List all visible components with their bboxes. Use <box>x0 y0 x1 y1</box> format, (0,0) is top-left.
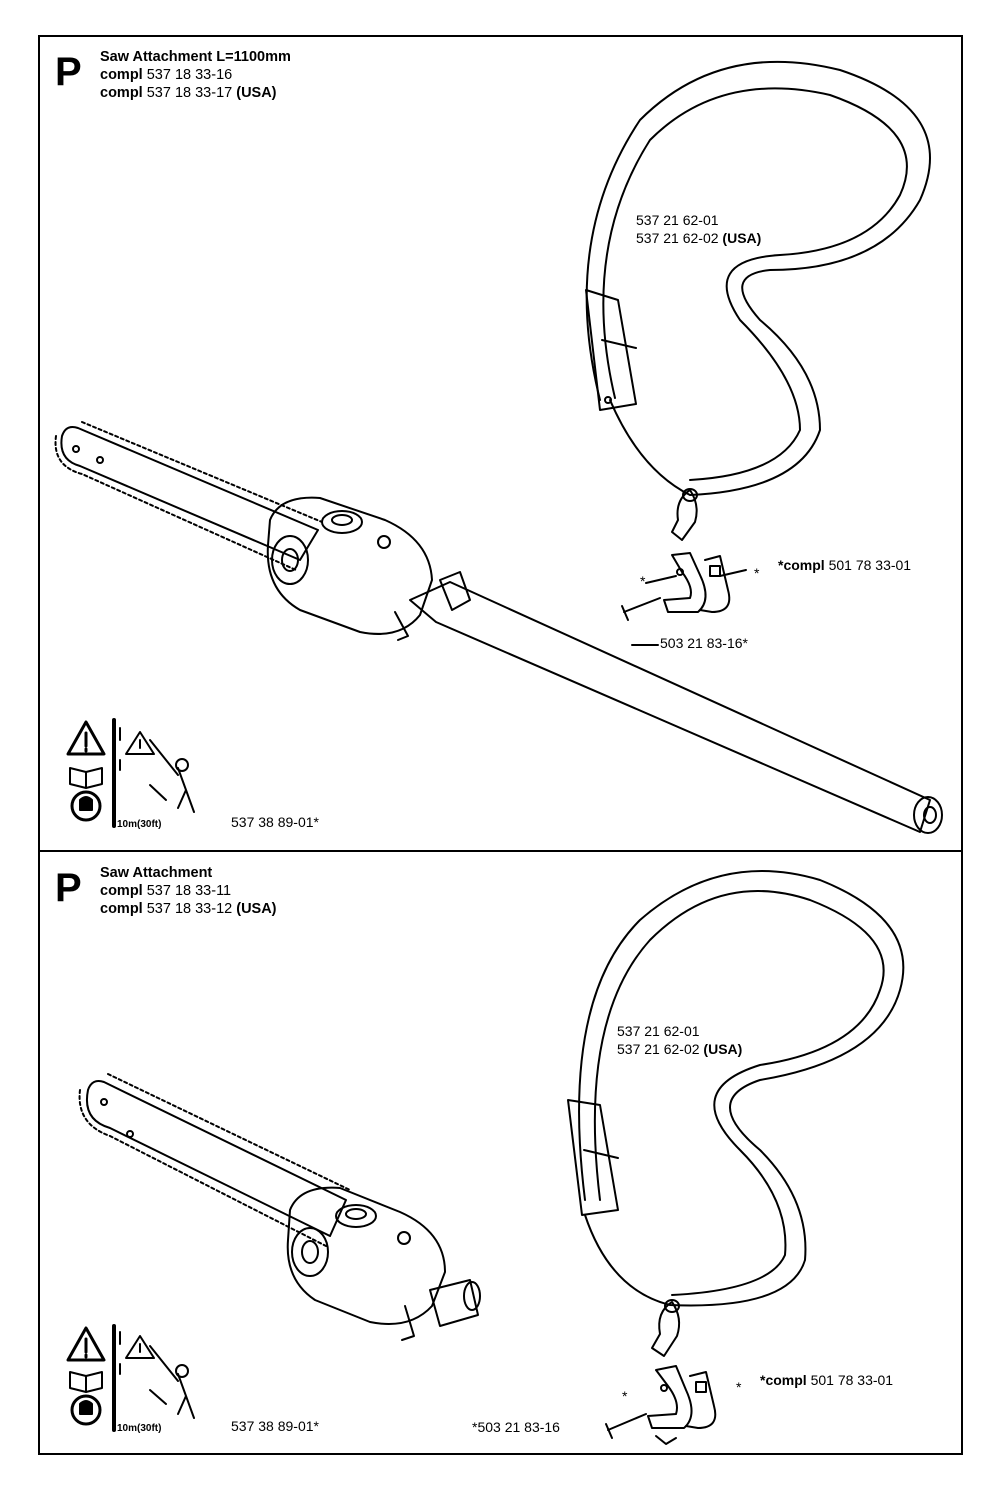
safety-decal <box>66 718 195 828</box>
strap-illustration <box>585 60 931 541</box>
panel-header: Saw Attachment L=1100mm compl 537 18 33-… <box>100 48 291 102</box>
page-frame <box>38 35 963 1455</box>
strap-part-label: 537 21 62-01 537 21 62-02 (USA) <box>636 212 762 246</box>
panel-title: Saw Attachment <box>100 865 213 881</box>
protective-gear-icon <box>70 1394 102 1426</box>
decal-part-label: 537 38 89-01* <box>231 814 319 830</box>
asterisk-mark: * <box>622 1388 628 1404</box>
clamp-kit-label: *compl 501 78 33-01 <box>760 1372 894 1388</box>
warning-triangle-icon <box>66 720 106 756</box>
screw <box>621 597 661 621</box>
warning-triangle-icon <box>125 731 155 755</box>
snap-hook <box>651 1301 681 1357</box>
operator-figure <box>149 739 195 813</box>
warning-triangle-icon <box>125 1335 155 1359</box>
warning-triangle-icon <box>66 1326 106 1362</box>
clamp-bracket <box>647 1365 693 1429</box>
clamp-kit-illustration <box>621 552 747 646</box>
decal-distance-text: 10m(30ft) <box>117 1423 162 1434</box>
guide-bar <box>60 426 319 561</box>
saw-illustration <box>78 1073 481 1341</box>
screw <box>605 1413 647 1439</box>
header-line: compl 537 18 33-17 (USA) <box>100 85 277 101</box>
snap-hook <box>671 489 698 541</box>
header-line: compl 537 18 33-11 <box>100 883 232 899</box>
section-letter: P <box>55 866 82 910</box>
header-line: compl 537 18 33-16 <box>100 67 233 83</box>
safety-decal <box>66 1324 195 1432</box>
screw-part-label: *503 21 83-16 <box>472 1419 560 1435</box>
strap-pad <box>585 289 637 411</box>
saw-chain <box>54 421 323 571</box>
clamp-kit-illustration <box>605 1365 717 1445</box>
saw-chain <box>78 1073 351 1247</box>
operator-figure <box>149 1345 195 1419</box>
decal-distance-text: 10m(30ft) <box>117 819 162 830</box>
panel-header: Saw Attachment compl 537 18 33-11 compl … <box>100 864 277 918</box>
panel-divider <box>38 850 963 852</box>
guide-bar <box>86 1080 347 1237</box>
section-letter: P <box>55 50 82 94</box>
panel-title: Saw Attachment L=1100mm <box>100 49 291 65</box>
manual-book-icon <box>69 767 103 789</box>
shaft-tube <box>429 1279 479 1327</box>
decal-part-label: 537 38 89-01* <box>231 1418 319 1434</box>
asterisk-mark: * <box>736 1379 742 1395</box>
strap-part-label: 537 21 62-01 537 21 62-02 (USA) <box>617 1023 743 1057</box>
header-line: compl 537 18 33-12 (USA) <box>100 901 277 917</box>
clamp-bracket <box>663 552 707 613</box>
shoulder-strap <box>585 60 931 496</box>
manual-book-icon <box>69 1371 103 1393</box>
shaft-tube <box>409 581 931 833</box>
asterisk-mark: * <box>754 565 760 581</box>
gear-housing <box>286 1186 446 1325</box>
protective-gear-icon <box>70 790 102 822</box>
gear-housing <box>266 496 433 635</box>
strap-pad <box>567 1099 619 1216</box>
screw-part-label: 503 21 83-16* <box>660 635 748 651</box>
saw-illustration <box>54 421 943 834</box>
shoulder-strap <box>578 870 905 1307</box>
strap-illustration <box>567 870 905 1357</box>
asterisk-mark: * <box>640 573 646 589</box>
clamp-kit-label: *compl 501 78 33-01 <box>778 557 912 573</box>
